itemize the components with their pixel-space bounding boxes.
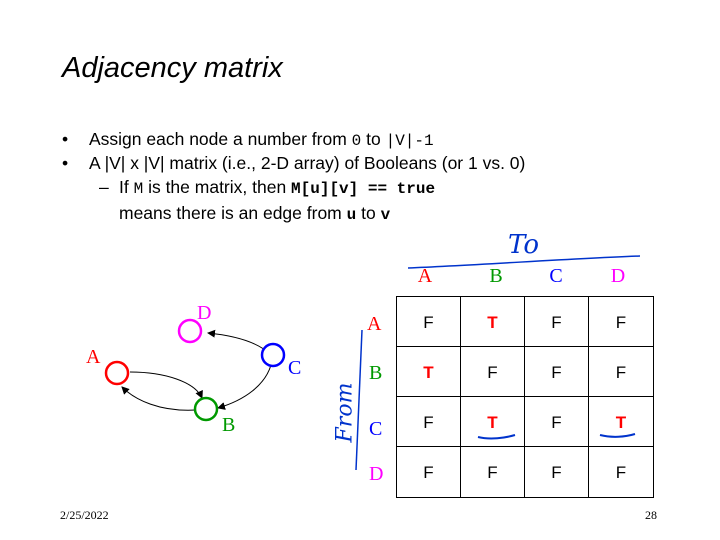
matrix-row-label-d: D — [369, 463, 384, 485]
bullet-glyph: • — [62, 153, 69, 173]
slide-title: Adjacency matrix — [62, 52, 283, 84]
to-underline — [407, 255, 641, 269]
matrix-cell: F — [461, 447, 525, 497]
matrix-row-label-c: C — [369, 418, 383, 440]
edge-b-to-c — [217, 364, 272, 410]
from-line — [355, 329, 363, 471]
matrix-cell: F — [589, 297, 653, 347]
matrix-col-label-d: D — [610, 265, 626, 287]
edge-b-to-d — [207, 329, 271, 355]
footer-date: 2/25/2022 — [60, 508, 109, 522]
matrix-cell: F — [525, 447, 589, 497]
dash-glyph: – — [99, 177, 109, 197]
code-v: v — [380, 206, 391, 224]
matrix-col-label-b: B — [489, 265, 503, 287]
matrix-cell: F — [397, 447, 461, 497]
to-annotation: To — [508, 230, 539, 260]
matrix-cell: F — [589, 347, 653, 397]
graph-label-b: B — [222, 414, 236, 436]
bullet-glyph: • — [62, 129, 69, 149]
bullet-list: • Assign each node a number from 0 to |V… — [62, 127, 702, 227]
matrix-cell: T — [461, 397, 525, 447]
adjacency-matrix: F T F F T F F F F T F T F F F F — [396, 296, 654, 498]
matrix-col-label-c: C — [549, 265, 563, 287]
matrix-cell: F — [397, 397, 461, 447]
graph-label-d: D — [197, 302, 212, 324]
page-number: 28 — [645, 508, 657, 522]
bullet-text: A |V| x |V| matrix (i.e., 2-D array) of … — [89, 153, 526, 173]
code-u: u — [346, 206, 357, 224]
matrix-row-label-a: A — [367, 313, 382, 335]
node-c — [260, 342, 286, 368]
from-annotation: From — [332, 382, 358, 443]
matrix-cell: F — [615, 463, 627, 482]
sub-text: is the matrix, then — [143, 177, 292, 197]
matrix-cell: T — [461, 297, 525, 347]
edge-b-to-a — [121, 386, 197, 411]
node-a — [104, 360, 130, 386]
matrix-cell: F — [525, 397, 589, 447]
edge-a-to-b — [129, 371, 203, 399]
bullet-item: • A |V| x |V| matrix (i.e., 2-D array) o… — [62, 151, 702, 175]
sub-text: If — [119, 177, 134, 197]
matrix-cell: F — [525, 297, 589, 347]
bullet-text: Assign each node a number from — [89, 129, 352, 149]
matrix-cell: T — [397, 347, 461, 397]
bullet-item: • Assign each node a number from 0 to |V… — [62, 127, 702, 151]
sub-bullet-item: – If M is the matrix, then M[u][v] == tr… — [62, 175, 702, 201]
matrix-row-label-b: B — [369, 362, 383, 384]
code-zero: 0 — [351, 132, 362, 150]
matrix-cell: F — [461, 347, 525, 397]
node-b — [193, 396, 219, 422]
bullet-text: to — [361, 129, 386, 149]
t-underline-mark — [599, 433, 636, 438]
t-underline-mark — [477, 434, 516, 440]
matrix-cell: F — [525, 347, 589, 397]
code-v-minus-one: |V|-1 — [385, 132, 434, 150]
node-d — [177, 318, 203, 344]
sub-text: means there is an edge from — [119, 203, 347, 223]
matrix-cell: T — [589, 397, 653, 447]
sub-bullet-continuation: means there is an edge from u to v — [62, 201, 702, 227]
matrix-col-label-a: A — [417, 265, 433, 287]
graph-label-a: A — [86, 346, 101, 368]
code-muv-true: M[u][v] == true — [291, 180, 436, 198]
code-m: M — [133, 180, 144, 198]
sub-text: to — [356, 203, 381, 223]
matrix-cell: F — [397, 297, 461, 347]
graph-label-c: C — [288, 357, 302, 379]
